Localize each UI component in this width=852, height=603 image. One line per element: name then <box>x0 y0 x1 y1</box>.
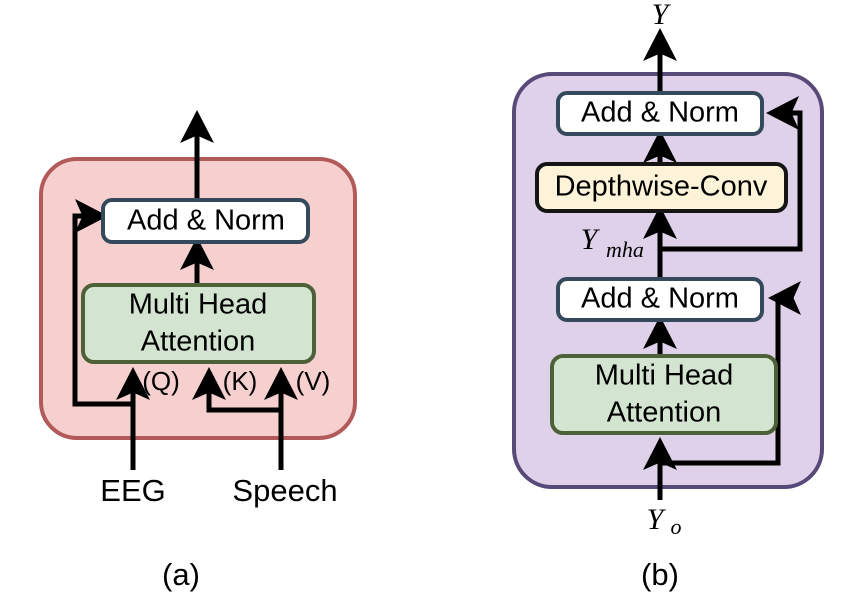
panel-a-port-label-k: (K) <box>223 366 258 396</box>
panel-b-mha-box[interactable] <box>550 354 778 435</box>
panel-b-input-subscript: o <box>671 514 682 539</box>
panel-a-mha-box[interactable] <box>81 283 316 364</box>
panel-a-mha-label-line1: Multi Head <box>129 289 268 321</box>
panel-a: Add & Norm Multi Head Attention (Q) (K) … <box>39 110 357 592</box>
panel-b-add-norm-top-label: Add & Norm <box>581 97 739 129</box>
panel-b: Add & Norm Depthwise-Conv Y mha Add & No… <box>512 0 824 592</box>
panel-a-mha-node[interactable]: Multi Head Attention <box>81 283 316 364</box>
panel-b-depthwise-conv-node[interactable]: Depthwise-Conv <box>535 162 788 213</box>
panel-b-add-norm-bottom-node[interactable]: Add & Norm <box>556 277 764 322</box>
panel-b-caption: (b) <box>641 557 679 592</box>
panel-a-add-norm-box[interactable] <box>101 198 310 244</box>
panel-b-mha-label-line1: Multi Head <box>595 360 734 392</box>
panel-b-depthwise-conv-label: Depthwise-Conv <box>555 171 768 203</box>
panel-b-add-norm-bottom-label: Add & Norm <box>581 283 739 315</box>
panel-b-add-norm-bottom-box[interactable] <box>556 277 764 322</box>
panel-b-ymha-signal-label: Y mha <box>581 223 644 262</box>
panel-b-mha-node[interactable]: Multi Head Attention <box>550 354 778 435</box>
panel-b-add-norm-top-box[interactable] <box>556 91 764 136</box>
panel-b-add-norm-top-node[interactable]: Add & Norm <box>556 91 764 136</box>
panel-a-port-label-v: (V) <box>296 366 331 396</box>
panel-b-output-base: Y <box>652 0 672 31</box>
panel-a-residual-connector <box>72 199 133 407</box>
panel-b-ymha-subscript: mha <box>606 237 644 262</box>
panel-a-mha-label-line2: Attention <box>141 326 255 358</box>
panel-a-speech-branch-to-k <box>192 367 281 413</box>
panel-a-add-norm-label: Add & Norm <box>127 205 285 237</box>
panel-b-input-base: Y <box>647 503 667 536</box>
panel-b-output-signal-label: Y <box>652 0 672 31</box>
panel-a-input-label-speech: Speech <box>232 473 337 508</box>
panel-b-conv-residual-connector <box>660 95 803 252</box>
panel-b-input-signal-label: Y o <box>647 503 682 539</box>
panel-a-add-norm-node[interactable]: Add & Norm <box>101 198 310 244</box>
panel-a-port-label-q: (Q) <box>142 366 180 396</box>
panel-b-ymha-base: Y <box>581 223 601 256</box>
panel-a-input-label-eeg: EEG <box>100 473 165 508</box>
panel-b-depthwise-conv-box[interactable] <box>535 162 788 213</box>
panel-b-mha-label-line2: Attention <box>607 397 721 429</box>
panel-a-caption: (a) <box>162 557 200 592</box>
